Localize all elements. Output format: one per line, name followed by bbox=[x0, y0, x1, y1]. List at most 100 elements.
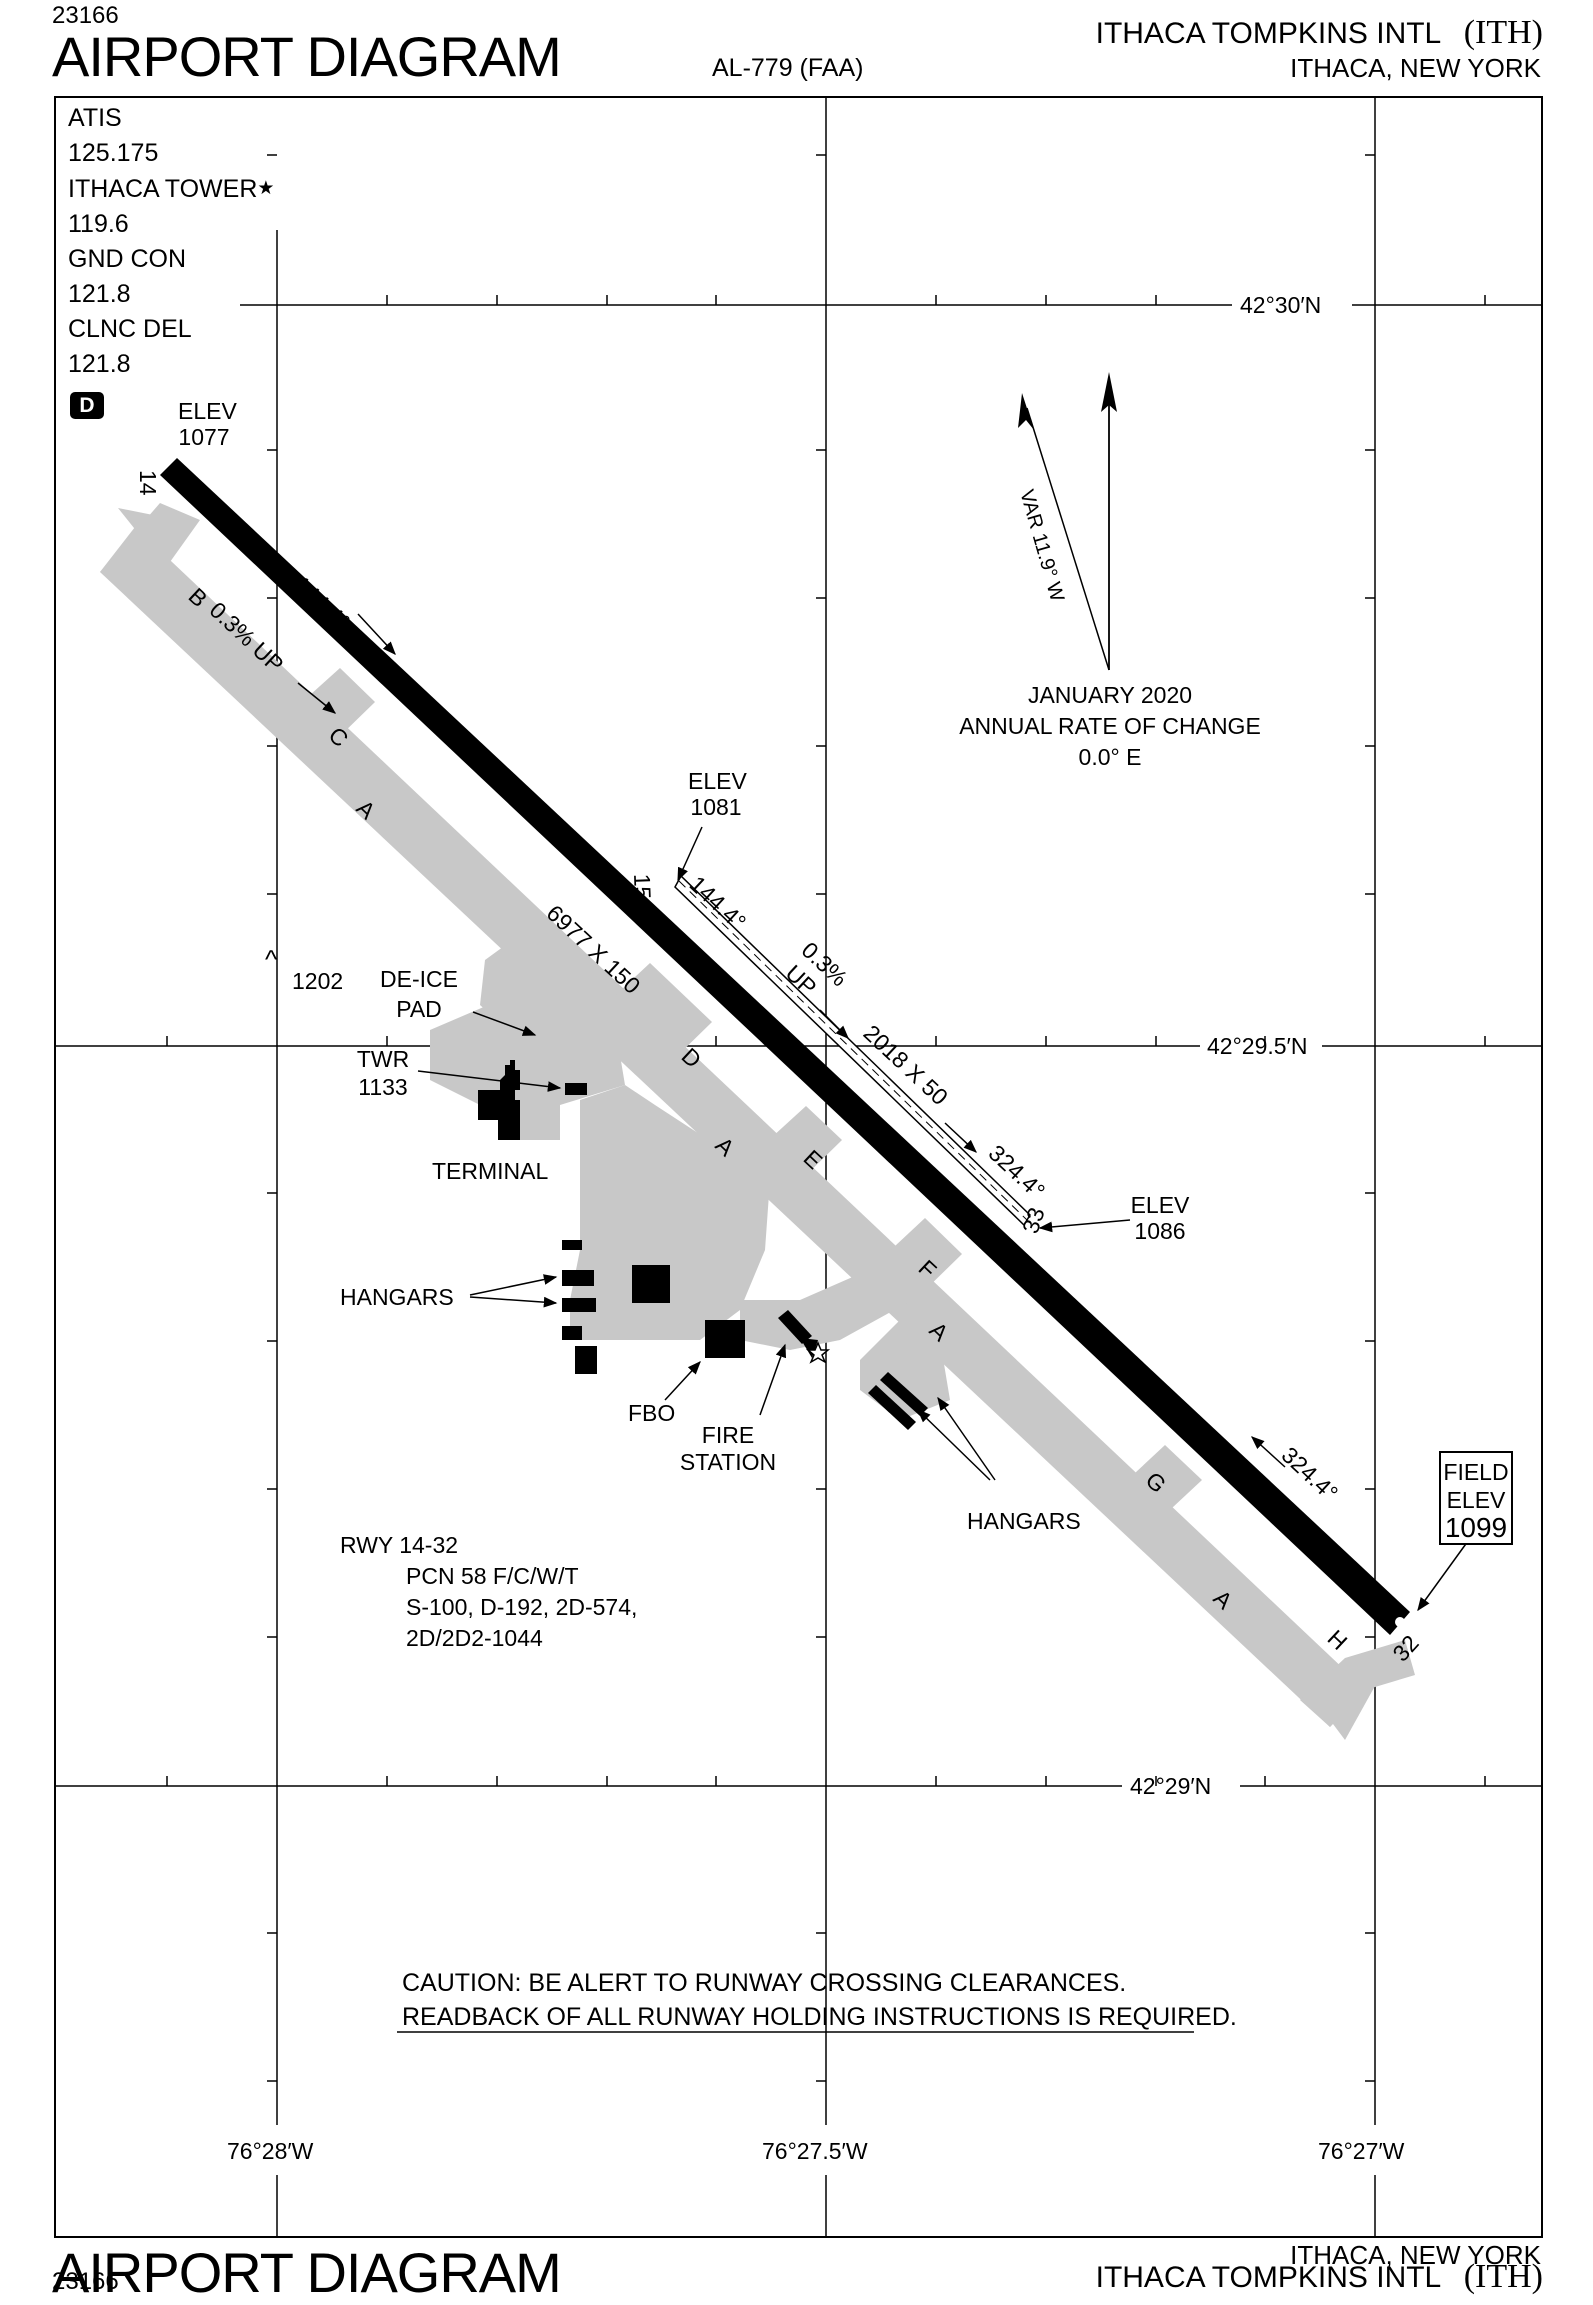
chart-title: AIRPORT DIAGRAM bbox=[52, 25, 562, 88]
lat-bottom-label: 42°29′N bbox=[1130, 1773, 1212, 1799]
ga-apron bbox=[570, 1085, 770, 1340]
magvar-label: VAR 11.9° W bbox=[1015, 487, 1068, 604]
deice-pad-label: DE-ICE PAD bbox=[378, 964, 460, 1024]
runway-14-32 bbox=[160, 458, 1410, 1635]
elev-15-title: ELEV bbox=[688, 768, 747, 794]
field-elev: FIELD ELEV 1099 bbox=[1440, 1458, 1512, 1542]
deice-line1: DE-ICE bbox=[380, 966, 458, 992]
lat-top-label: 42°30′N bbox=[1240, 292, 1322, 318]
city-bottom: ITHACA, NEW YORK bbox=[1290, 2240, 1541, 2270]
elev-14-value: 1077 bbox=[178, 424, 230, 450]
heading-14-arrow bbox=[357, 613, 396, 655]
fbo-label: FBO bbox=[628, 1400, 676, 1426]
deice-line2: PAD bbox=[396, 996, 442, 1022]
fire-line2: STATION bbox=[679, 1449, 777, 1475]
elev-33-value: 1086 bbox=[1134, 1218, 1186, 1244]
obstacle-elev: 1202 bbox=[292, 968, 344, 994]
field-elev-line2: ELEV bbox=[1446, 1487, 1506, 1513]
fire-leader bbox=[759, 1343, 786, 1416]
city-top: ITHACA, NEW YORK bbox=[1290, 53, 1541, 83]
elev-14-label: ELEV 1077 bbox=[178, 398, 237, 450]
diagram-frame bbox=[54, 96, 1543, 2238]
gradient-arrow bbox=[297, 682, 337, 714]
freq-clnc-value: 121.8 bbox=[68, 350, 131, 378]
airport-ident-footer: (ITH) bbox=[1463, 2258, 1543, 2295]
airport-name-top: ITHACA TOMPKINS INTL (ITH) bbox=[1096, 14, 1543, 52]
buildings bbox=[478, 1060, 928, 1430]
elev-14-title: ELEV bbox=[178, 398, 237, 424]
freq-gnd-name: GND CON bbox=[68, 245, 187, 273]
field-elev-line1: FIELD bbox=[1443, 1459, 1509, 1485]
runway-end-dot bbox=[1395, 1617, 1405, 1627]
elev-33-title: ELEV bbox=[1130, 1192, 1190, 1218]
pavement bbox=[100, 503, 1415, 1740]
elev-15-label: ELEV 1081 bbox=[688, 768, 747, 820]
hangar-large bbox=[632, 1265, 670, 1303]
heading-32-arrow bbox=[1251, 1436, 1286, 1468]
lon-mid-label: 76°27.5′W bbox=[762, 2138, 868, 2164]
airport-ident: (ITH) bbox=[1463, 14, 1543, 51]
caution-note: CAUTION: BE ALERT TO RUNWAY CROSSING CLE… bbox=[402, 1966, 1237, 2034]
obstacle-icon: ^ bbox=[265, 944, 278, 974]
freq-atis-value: 125.175 bbox=[68, 139, 159, 167]
hangar-right-1 bbox=[880, 1372, 928, 1416]
elev-1086-leader bbox=[1038, 1219, 1131, 1233]
elev-15-value: 1081 bbox=[690, 794, 742, 820]
deice-leader bbox=[472, 1011, 537, 1036]
freq-tower-value: 119.6 bbox=[68, 210, 129, 238]
rwy-info: RWY 14-32 PCN 58 F/C/W/T S-100, D-192, 2… bbox=[340, 1530, 637, 1654]
magvar-date: JANUARY 2020 bbox=[1027, 682, 1193, 708]
rwy-info-weights-2: 2D/2D2-1044 bbox=[406, 1625, 543, 1651]
lon-right-label: 76°27′W bbox=[1318, 2138, 1405, 2164]
rwy-info-title: RWY 14-32 bbox=[340, 1532, 459, 1558]
elev-33-label: ELEV 1086 bbox=[1130, 1192, 1190, 1244]
taxiway-d-pavement bbox=[605, 963, 712, 1065]
runway-15-33-centerline bbox=[678, 880, 1028, 1221]
freq-tower-name: ITHACA TOWER bbox=[68, 175, 258, 203]
freq-gnd-value: 121.8 bbox=[68, 280, 131, 308]
taxiway-c-pavement bbox=[300, 668, 375, 738]
tower-building bbox=[565, 1083, 587, 1095]
runway-end-14-label: 14 bbox=[135, 470, 161, 496]
chart-number-bottom: 23166 bbox=[52, 2268, 119, 2295]
tower-title: TWR bbox=[356, 1046, 410, 1072]
caution-line2: READBACK OF ALL RUNWAY HOLDING INSTRUCTI… bbox=[402, 2003, 1237, 2031]
leader-arrows bbox=[297, 613, 1469, 1612]
fire-line1: FIRE bbox=[701, 1422, 755, 1448]
magvar-rate-label: ANNUAL RATE OF CHANGE bbox=[959, 713, 1261, 739]
tower-elev: 1133 bbox=[358, 1074, 408, 1100]
north-arrow-icon bbox=[1018, 372, 1117, 671]
tower-star-icon: ★ bbox=[257, 178, 275, 199]
hangar-right-2 bbox=[868, 1385, 916, 1430]
lat-mid-label: 42°29.5′N bbox=[1207, 1033, 1308, 1059]
freq-atis-name: ATIS bbox=[68, 104, 122, 132]
airport-name: ITHACA TOMPKINS INTL bbox=[1095, 17, 1442, 50]
fbo-building bbox=[705, 1320, 745, 1358]
taxiway-a-pavement bbox=[100, 527, 1366, 1727]
rwy-info-pcn: PCN 58 F/C/W/T bbox=[406, 1563, 579, 1589]
fire-station-building bbox=[778, 1310, 812, 1344]
terminal-apron bbox=[430, 1000, 625, 1140]
grid-ticks bbox=[166, 154, 1486, 2082]
magvar-rate: 0.0° E bbox=[1078, 744, 1142, 770]
fire-station-star-icon bbox=[805, 1341, 831, 1364]
fire-station-label: FIRE STATION bbox=[678, 1422, 778, 1476]
chart-number: 23166 bbox=[52, 2, 119, 29]
freq-clnc-name: CLNC DEL bbox=[68, 315, 192, 343]
fbo-leader bbox=[664, 1361, 701, 1401]
twr-leader bbox=[417, 1070, 562, 1092]
field-elev-leader bbox=[1417, 1540, 1469, 1612]
taxiway-f-pavement bbox=[880, 1218, 962, 1297]
procedure-number: AL-779 (FAA) bbox=[712, 54, 864, 82]
field-elev-value: 1099 bbox=[1444, 1512, 1508, 1543]
airport-name-bottom: ITHACA TOMPKINS INTL (ITH) bbox=[1096, 2258, 1543, 2296]
taxiway-e-pavement bbox=[760, 1106, 842, 1184]
hangars-left-label: HANGARS bbox=[340, 1284, 454, 1310]
taxiway-g-pavement bbox=[1120, 1445, 1202, 1522]
taxiway-h-label: H bbox=[1323, 1625, 1353, 1655]
caution-line1: CAUTION: BE ALERT TO RUNWAY CROSSING CLE… bbox=[402, 1969, 1127, 1997]
lon-left-label: 76°28′W bbox=[227, 2138, 314, 2164]
frequency-list: ATIS 125.175 ITHACA TOWER★ 119.6 GND CON… bbox=[68, 101, 274, 382]
terminal-label: TERMINAL bbox=[432, 1158, 549, 1184]
